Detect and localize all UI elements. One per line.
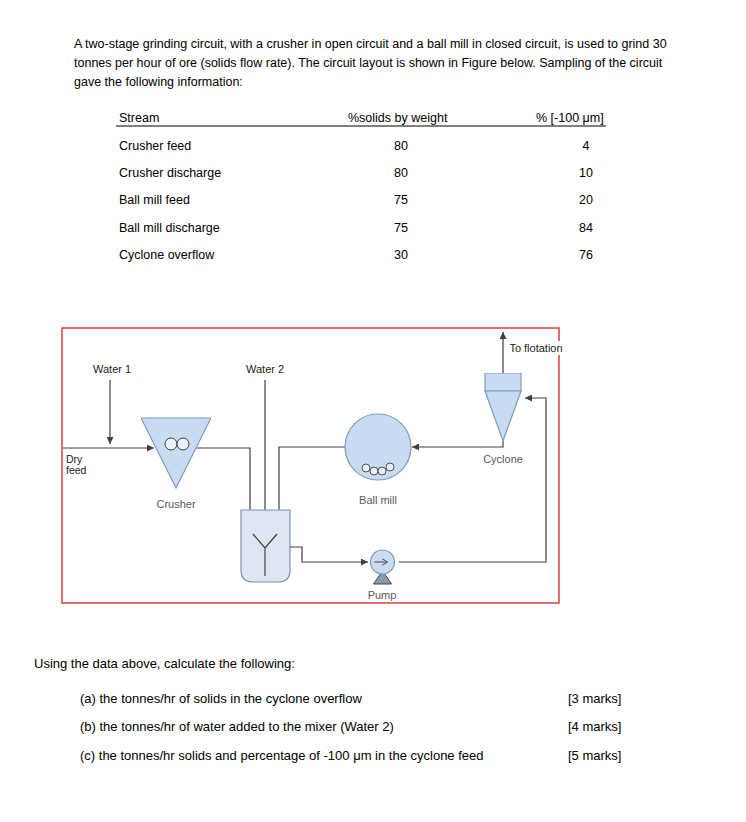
pump-arrow [374,559,387,565]
table-cell: %solids by weight [348,109,447,127]
underflow-stub [481,441,503,447]
text-line: [3 marks] [568,690,621,708]
text-line: [4 marks] [568,718,621,736]
water-2-line [264,380,265,528]
stream-label: To flotation [508,341,564,355]
equipment-symbol [141,416,211,490]
table-cell: 76 [579,246,593,264]
table-cell: Crusher discharge [119,164,221,182]
crusher-body [141,418,211,488]
text-line: Using the data above, calculate the foll… [34,655,295,673]
grinding-ball [370,467,378,475]
text-line: A two-stage grinding circuit, with a cru… [74,35,674,92]
table-cell: 84 [579,219,593,237]
slurry-line [399,398,547,562]
slurry-line [412,446,481,447]
table-cell: 75 [394,219,408,237]
mixer-splitter [253,534,277,576]
table-cell: Cyclone overflow [119,246,214,264]
table-rule [116,126,606,127]
cyclone-cone [485,391,521,441]
table-cell: 4 [583,137,590,155]
dry-feed-line [63,447,154,448]
table-cell: 10 [579,164,593,182]
overflow-line [502,332,503,373]
ball-mill-node: Ball mill [344,412,412,508]
sump-outlet-line [290,547,368,562]
table-cell: Ball mill discharge [119,219,220,237]
stream-label: Water 2 [245,362,285,376]
table-cell: 20 [579,191,593,209]
equipment-label: Crusher [155,498,196,511]
pump-node: Pump [366,549,399,603]
equipment-label: Pump [367,589,398,602]
grinding-ball [386,463,394,471]
table-cell: 80 [394,164,408,182]
table-cell: 75 [394,191,408,209]
table-cell: % [-100 μm] [536,109,604,127]
table-cell: 30 [394,246,408,264]
equipment-label: Cyclone [482,453,524,466]
crusher-roll [165,438,177,450]
circuit-frame [62,328,559,603]
mill-shell [345,414,411,480]
stream-label: Water 1 [92,362,132,376]
crusher-node: Crusher [141,416,211,512]
cyclone-node: Cyclone [481,373,525,467]
text-line: (c) the tonnes/hr solids and percentage … [80,747,484,765]
equipment-label: Ball mill [358,494,398,507]
grinding-ball [362,464,370,472]
grinding-ball [378,467,386,475]
equipment-symbol [344,412,412,482]
text-line: [5 marks] [568,747,621,765]
table-cell: 80 [394,137,408,155]
mixer-sump [241,510,290,582]
stream-label: Dry feed [65,454,93,476]
pump-casing [370,550,394,574]
cyclone-barrel [485,373,521,391]
text-line: (a) the tonnes/hr of solids in the cyclo… [80,690,362,708]
water-1-line [109,380,110,444]
text-line: (b) the tonnes/hr of water added to the … [80,718,394,736]
equipment-symbol [481,373,525,449]
table-cell: Ball mill feed [119,191,190,209]
table-cell: Crusher feed [119,137,191,155]
equipment-symbol [366,549,399,585]
crusher-roll [177,438,189,450]
table-cell: Stream [119,109,159,127]
